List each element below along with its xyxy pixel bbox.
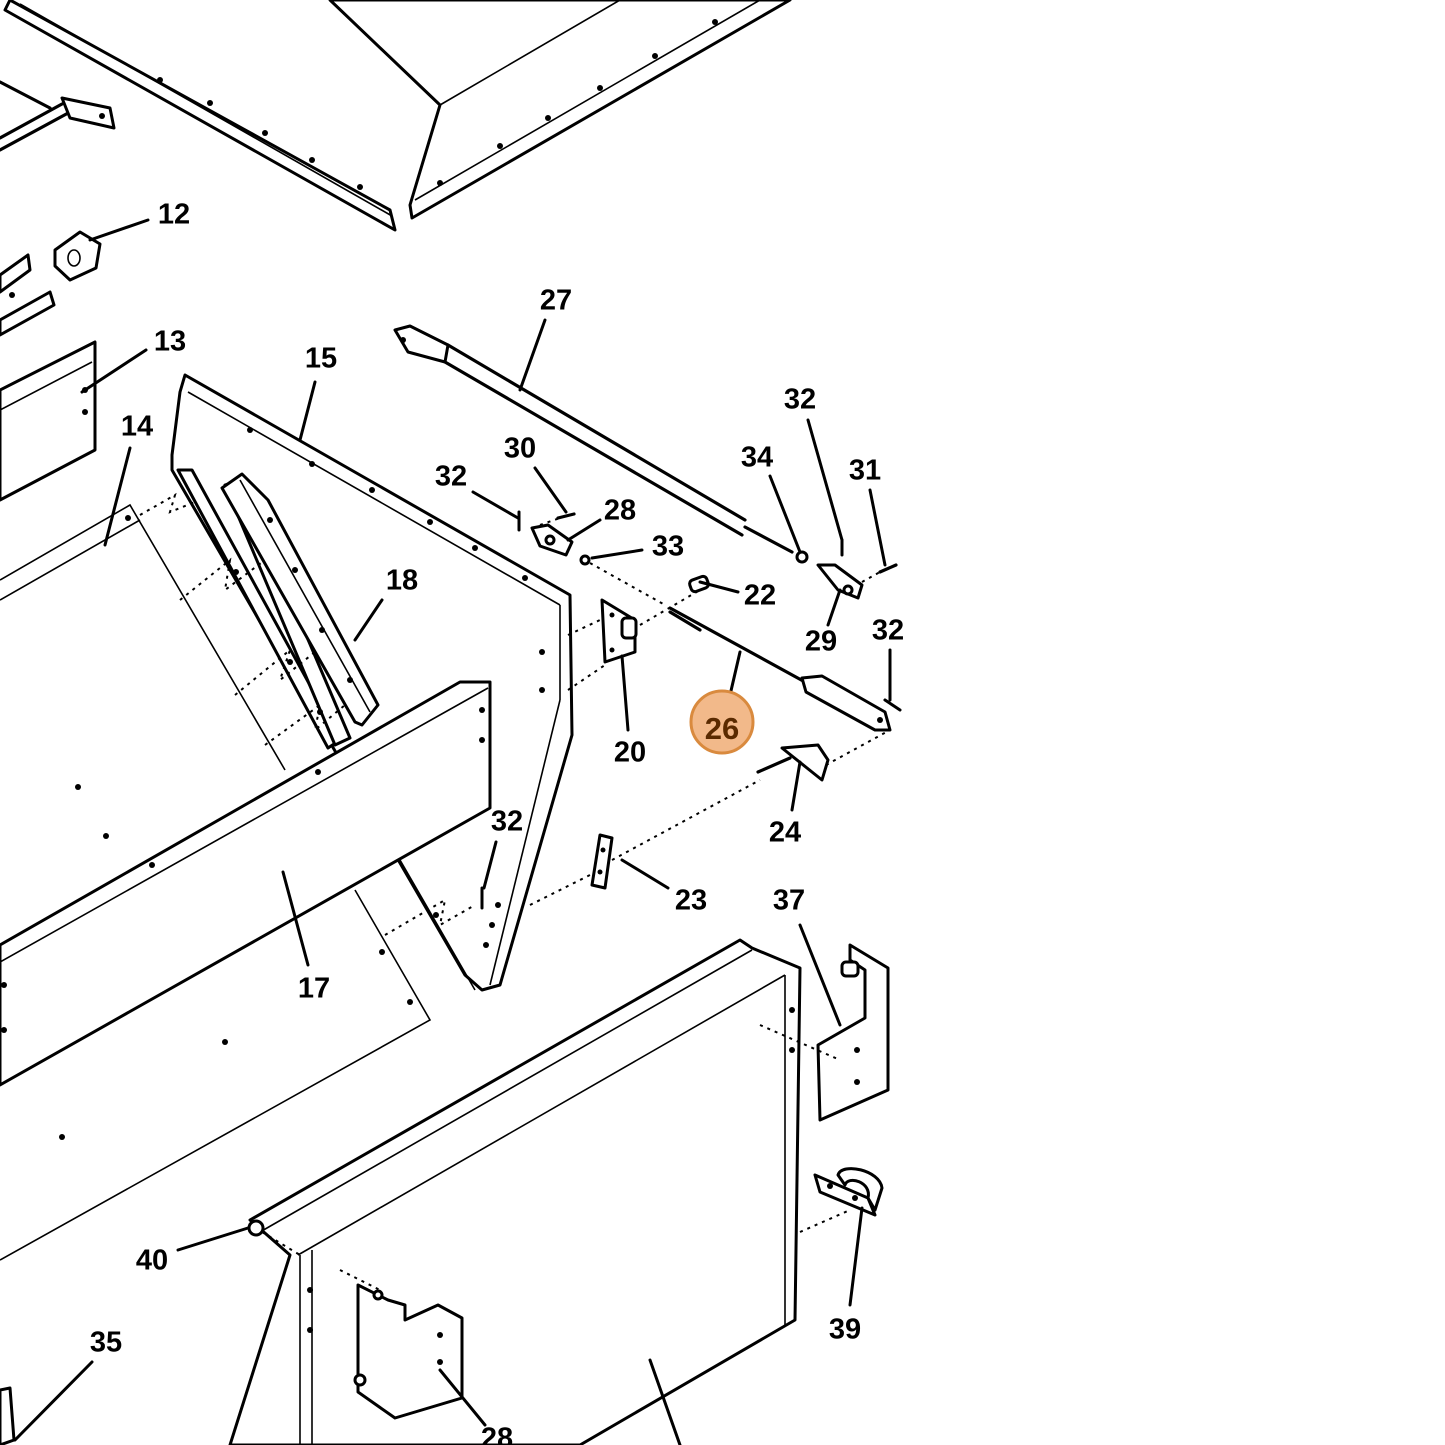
part-27-link-rod	[393, 324, 794, 554]
part-20-bracket	[600, 598, 638, 664]
callout-20: 20	[614, 737, 646, 769]
callout-22: 22	[744, 580, 776, 612]
callout-17: 17	[298, 973, 330, 1005]
callout-32-c: 32	[872, 615, 904, 647]
part-40-pin	[247, 1219, 265, 1237]
gate-panel	[228, 938, 802, 1445]
callout-12: 12	[158, 199, 190, 231]
callout-15: 15	[305, 343, 337, 375]
callout-37: 37	[773, 885, 805, 917]
callout-31: 31	[849, 455, 881, 487]
part-12-block	[53, 230, 102, 282]
part-31-pin	[878, 563, 898, 574]
part-17-board	[0, 680, 492, 1087]
part-22-bushing	[688, 574, 710, 594]
callout-18: 18	[386, 565, 418, 597]
hopper-top-right-panel	[328, 0, 792, 220]
callout-13: 13	[154, 326, 186, 358]
part-24-bracket	[756, 743, 830, 782]
callout-35: 35	[90, 1327, 122, 1359]
callout-32-b: 32	[784, 384, 816, 416]
part-14-frame	[0, 474, 286, 771]
shaft-assembly	[0, 80, 116, 152]
callout-32-d: 32	[491, 806, 523, 838]
part-38-bracket	[339, 1269, 464, 1420]
part-35-fragment	[0, 1386, 16, 1445]
part-13-panel	[0, 340, 97, 502]
part-23-plate	[590, 833, 614, 890]
part-29-clevis	[816, 563, 864, 600]
part-39-handle	[799, 1167, 884, 1233]
part-33-washer	[579, 554, 591, 566]
callout-26: 26	[705, 711, 739, 746]
left-brackets	[0, 253, 56, 337]
callout-24: 24	[769, 817, 801, 849]
callout-14: 14	[121, 411, 153, 443]
hopper-top-left-panel	[3, 0, 397, 232]
callout-29: 29	[805, 626, 837, 658]
part-32-pins	[480, 510, 902, 910]
callout-28-a: 28	[604, 495, 636, 527]
leader-lines	[13, 218, 892, 1445]
callout-30: 30	[504, 433, 536, 465]
part-34-nut	[795, 550, 809, 564]
part-37-bracket	[759, 943, 890, 1122]
callout-23: 23	[675, 885, 707, 917]
callout-33: 33	[652, 531, 684, 563]
floor-frame	[0, 859, 476, 1261]
callout-27: 27	[540, 285, 572, 317]
callout-labels: 12 13 14 15 18 27 30 32 28 33 22 32 34 3…	[90, 199, 904, 1445]
highlighted-callout-26[interactable]: 26	[689, 689, 755, 755]
callout-39: 39	[829, 1314, 861, 1346]
callout-40: 40	[136, 1245, 168, 1277]
callout-28-b: 28	[481, 1423, 513, 1445]
highlight-circle	[689, 689, 755, 755]
part-30-pin	[556, 512, 576, 520]
callout-32-a: 32	[435, 461, 467, 493]
part-28-clevis	[530, 523, 574, 557]
assembly-lines	[261, 517, 891, 1256]
callout-34: 34	[741, 442, 773, 474]
part-18-strip	[220, 472, 380, 727]
